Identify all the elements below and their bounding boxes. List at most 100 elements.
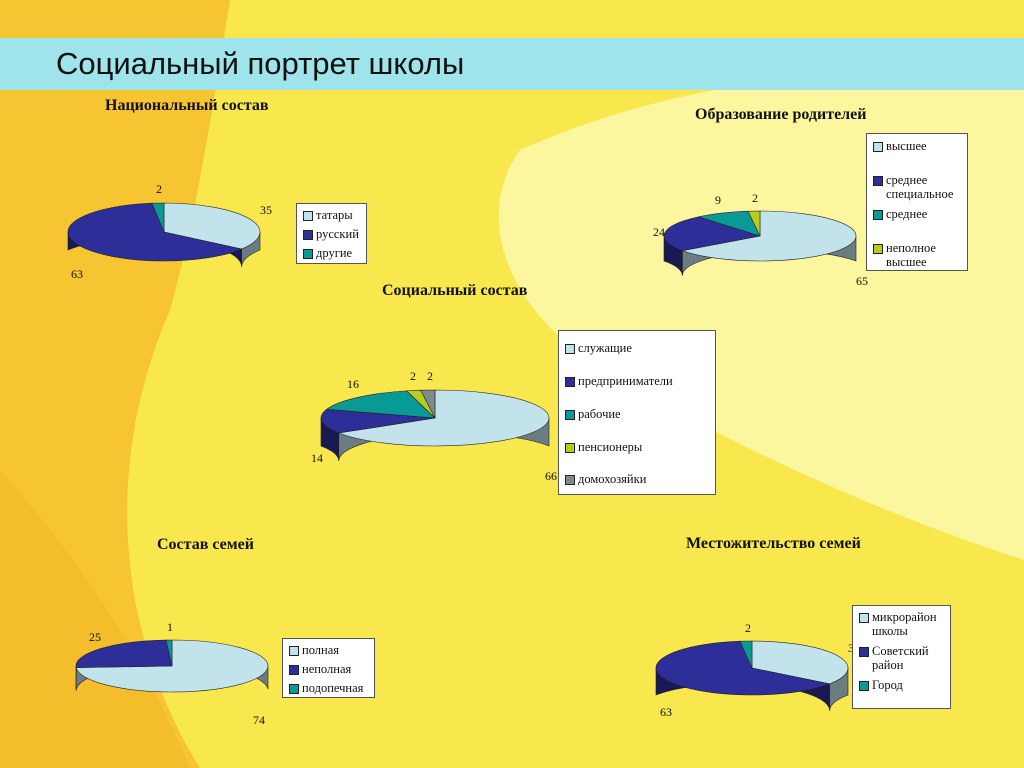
legend-label: другие: [316, 246, 353, 260]
legend-label: татары: [316, 208, 353, 222]
data-label: 25: [89, 630, 101, 644]
legend-swatch: [873, 244, 883, 254]
legend-social: служащие предприниматели рабочие пенсион…: [558, 330, 716, 495]
legend-item: предприниматели: [565, 374, 673, 388]
data-label: 2: [427, 369, 433, 383]
pie-chart-education: 65 24 9 2: [653, 191, 868, 288]
legend-label-line: школы: [872, 624, 908, 638]
legend-swatch: [565, 443, 575, 453]
legend-label: неполная: [302, 662, 352, 676]
data-label: 63: [660, 705, 672, 719]
chart-title-residence: Местожительство семей: [686, 535, 861, 552]
legend-label: служащие: [578, 341, 632, 355]
legend-label-line: неполное: [886, 241, 936, 255]
legend-national: татары русский другие: [296, 203, 367, 264]
data-label: 66: [545, 469, 557, 483]
legend-item: подопечная: [289, 681, 363, 695]
legend-swatch: [873, 210, 883, 220]
legend-label: домохозяйки: [578, 472, 647, 486]
legend-item: домохозяйки: [565, 472, 646, 486]
data-label: 16: [347, 377, 359, 391]
legend-swatch: [303, 249, 313, 259]
data-label: 2: [752, 191, 758, 205]
legend-swatch: [289, 646, 299, 656]
legend-swatch: [873, 176, 883, 186]
legend-family: полная неполная подопечная: [282, 638, 375, 698]
data-label: 2: [745, 621, 751, 635]
pie-slice-неполное высшее: [747, 210, 761, 237]
legend-swatch: [565, 344, 575, 354]
chart-title-national: Национальный состав: [105, 97, 269, 114]
pie-slice-подопечная: [165, 639, 173, 667]
legend-label: среднее: [886, 207, 928, 221]
legend-item: высшее: [873, 139, 927, 153]
legend-label-line: высшее: [886, 255, 927, 269]
legend-swatch: [859, 647, 869, 657]
legend-swatch: [565, 475, 575, 485]
legend-item: неполная: [289, 662, 351, 676]
legend-label-line: Советский: [872, 644, 929, 658]
pie-slice-другие: [151, 202, 165, 233]
legend-label: предприниматели: [578, 374, 673, 388]
legend-label-line: специальное: [886, 187, 954, 201]
data-label: 2: [410, 369, 416, 383]
legend-item: пенсионеры: [565, 440, 642, 454]
data-label: 9: [715, 193, 721, 207]
pie-slice-высшее: [681, 210, 857, 262]
legend-swatch: [859, 613, 869, 623]
data-label: 74: [253, 713, 265, 727]
pie-slice-среднее специальное: [663, 216, 761, 252]
chart-title-family: Состав семей: [157, 536, 254, 553]
legend-swatch: [303, 211, 313, 221]
legend-swatch: [303, 230, 313, 240]
legend-label-line: микрорайон: [872, 610, 937, 624]
legend-swatch: [859, 681, 869, 691]
pie-slice-микрорайон школы: [751, 640, 849, 685]
data-label: 63: [71, 267, 83, 281]
pie-slice-неполная: [75, 639, 173, 668]
legend-item: Город: [859, 678, 903, 692]
chart-title-social: Социальный состав: [382, 282, 528, 299]
legend-item: русский: [303, 227, 359, 241]
legend-item: служащие: [565, 341, 632, 355]
legend-label-line: район: [872, 658, 904, 672]
data-label: 65: [856, 274, 868, 288]
pie-slice-татары: [163, 202, 261, 250]
data-label: 24: [653, 225, 665, 239]
legend-item: татары: [303, 208, 353, 222]
legend-label: рабочие: [578, 407, 621, 421]
page-title: Социальный портрет школы: [56, 46, 465, 81]
legend-item: среднее: [873, 207, 927, 221]
legend-swatch: [873, 142, 883, 152]
legend-swatch: [289, 665, 299, 675]
pie-slice-служащие: [337, 389, 550, 447]
legend-item: рабочие: [565, 407, 621, 421]
pie-slice-Советский район: [655, 640, 831, 696]
chart-title-education: Образование родителей: [695, 106, 867, 123]
legend-label: Город: [872, 678, 903, 692]
legend-label: высшее: [886, 139, 927, 153]
legend-label-line: среднее: [886, 173, 928, 187]
pie-slice-Город: [739, 640, 753, 669]
legend-label: русский: [316, 227, 359, 241]
pie-slice-домохозяйки: [420, 389, 436, 419]
legend-label: пенсионеры: [578, 440, 643, 454]
data-label: 14: [311, 451, 323, 465]
legend-swatch: [565, 410, 575, 420]
title-bar: [0, 38, 1024, 90]
legend-swatch: [565, 377, 575, 387]
legend-swatch: [289, 684, 299, 694]
data-label: 1: [167, 620, 173, 634]
pie-slice-русский: [67, 202, 243, 262]
